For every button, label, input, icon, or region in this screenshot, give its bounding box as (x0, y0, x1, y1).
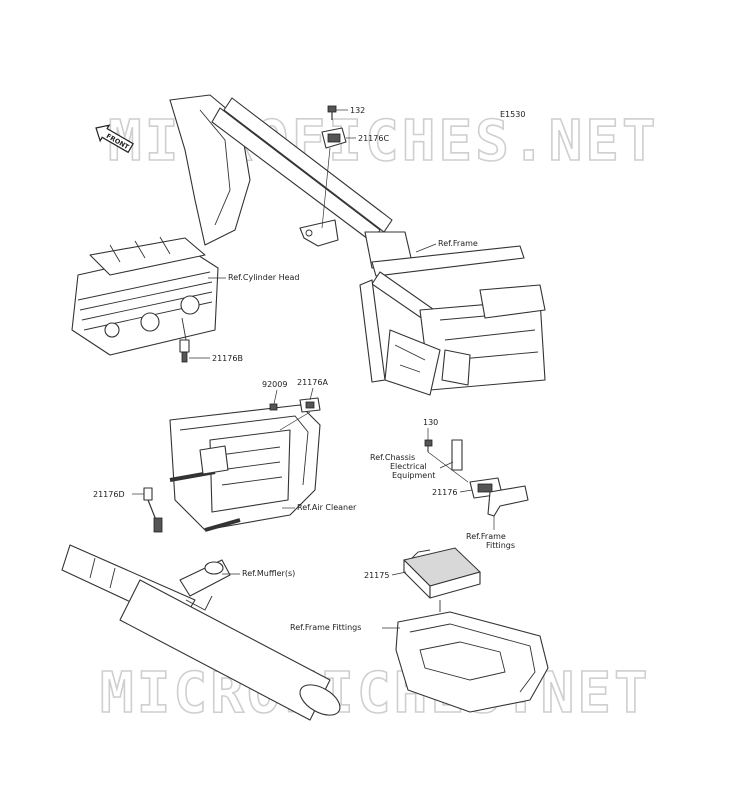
label-part-21176b: 21176B (212, 354, 243, 363)
muffler-drawing (61, 544, 341, 721)
screw-92009-icon (269, 403, 278, 411)
sensor-21176a-icon (299, 397, 321, 413)
label-ref-frame: Ref.Frame (438, 239, 478, 248)
label-ref-chassis-3: Equipment (392, 471, 435, 480)
label-ref-mufflers: Ref.Muffler(s) (242, 569, 295, 578)
label-ref-frame-fittings-2: Fittings (486, 541, 515, 550)
label-ref-chassis-1: Ref.Chassis (370, 453, 415, 462)
sensor-21176b-icon (179, 317, 190, 363)
label-ref-frame-fittings-lower: Ref.Frame Fittings (290, 623, 361, 632)
bolt-132-icon (327, 105, 337, 120)
label-part-130: 130 (423, 418, 438, 427)
frame-drawing (169, 94, 546, 396)
label-part-92009: 92009 (262, 380, 287, 389)
label-part-21176: 21176 (432, 488, 457, 497)
label-part-21176c: 21176C (358, 134, 389, 143)
label-ref-air-cleaner: Ref.Air Cleaner (297, 503, 357, 512)
air-cleaner-drawing (169, 404, 321, 532)
sensor-21176d-icon (143, 487, 163, 533)
label-part-21175: 21175 (364, 571, 389, 580)
label-part-21176d: 21176D (93, 490, 125, 499)
label-part-132: 132 (350, 106, 365, 115)
frame-fittings-tray-drawing (395, 600, 549, 713)
frame-fittings-bracket-drawing (487, 485, 529, 517)
watermark-bottom: MICROFICHES.NET (100, 661, 651, 726)
sensor-21176c-icon (321, 127, 347, 149)
label-ref-chassis-2: Electrical (390, 462, 427, 471)
bolt-130-icon (424, 439, 433, 452)
label-ref-cylinder-head: Ref.Cylinder Head (228, 273, 299, 282)
cylinder-head-drawing (71, 236, 219, 356)
chassis-bracket-drawing (451, 439, 463, 471)
label-part-21176a: 21176A (297, 378, 328, 387)
label-ref-frame-fittings-1: Ref.Frame (466, 532, 506, 541)
ecu-21175-drawing (403, 547, 481, 599)
diagram-code: E1530 (500, 110, 525, 119)
